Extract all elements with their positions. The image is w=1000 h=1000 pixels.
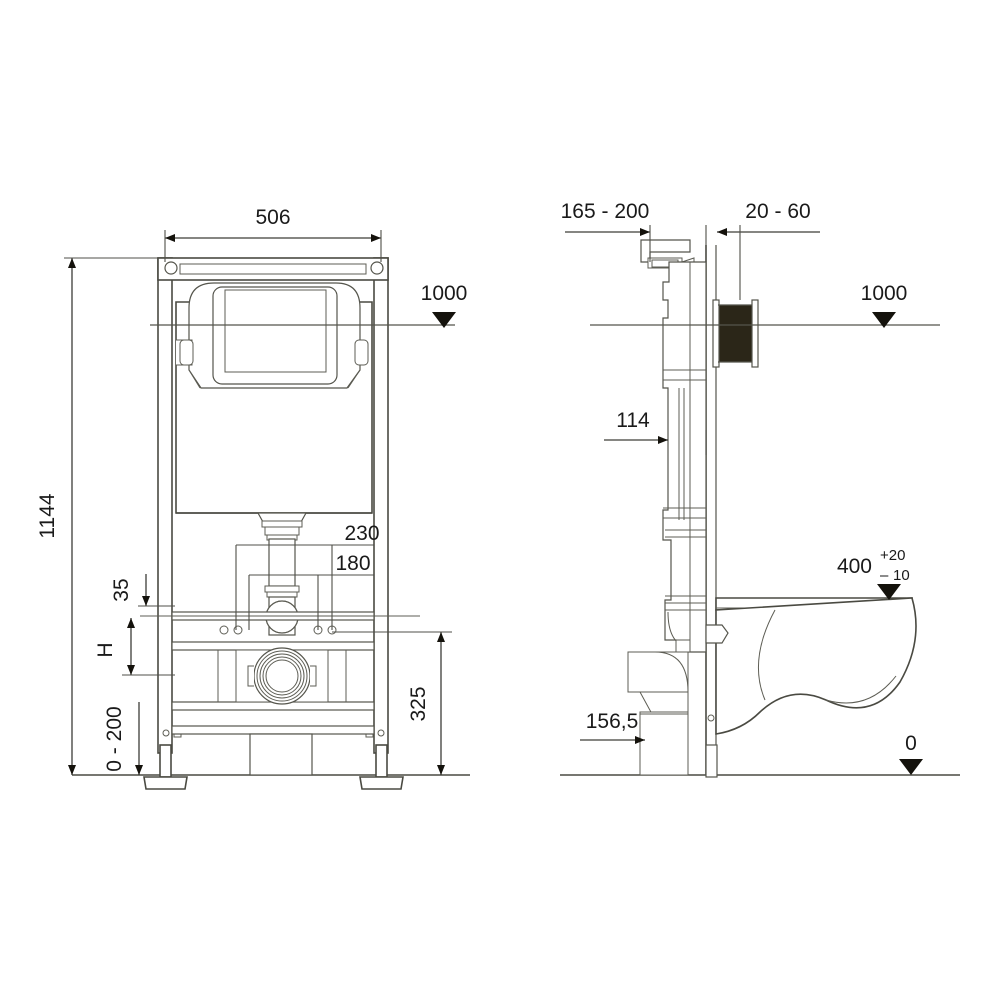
dim-0-label: 0 xyxy=(905,732,917,755)
front-cistern-body xyxy=(175,282,373,514)
dim-156-5: 156,5 xyxy=(580,710,645,744)
dim-1144: 1144 xyxy=(36,257,160,775)
dim-20-60: 20 - 60 xyxy=(705,200,820,300)
dim-325-label: 325 xyxy=(407,686,430,721)
front-frame-rails xyxy=(143,257,404,790)
dim-400-minus-label: 10 xyxy=(893,567,910,584)
dim-0-200-label: 0 - 200 xyxy=(103,706,126,771)
dim-1144-label: 1144 xyxy=(36,493,59,538)
level-triangle-icon xyxy=(872,312,896,328)
level-marker-1000-front: 1000 xyxy=(421,282,468,328)
front-top-crossmember xyxy=(157,257,389,281)
dim-156-5-label: 156,5 xyxy=(586,710,639,733)
dim-1000-side-label: 1000 xyxy=(861,282,908,305)
level-marker-0: 0 xyxy=(899,732,923,775)
dim-114-label: 114 xyxy=(616,409,650,432)
dim-506: 506 xyxy=(164,206,382,262)
dim-114: 114 xyxy=(604,409,707,455)
dim-H: H xyxy=(94,618,175,676)
level-triangle-icon xyxy=(899,759,923,775)
level-triangle-icon xyxy=(432,312,456,328)
side-flush-connector xyxy=(712,299,759,368)
dim-230: 230 xyxy=(235,522,380,630)
dim-35-label: 35 xyxy=(110,578,133,601)
dim-400-tolerance: 400 +20 – 10 xyxy=(837,547,910,600)
front-view-group: 506 1144 1000 230 180 xyxy=(36,206,470,790)
dim-35: 35 xyxy=(110,574,175,607)
front-inlet-box xyxy=(249,733,313,776)
dim-H-label: H xyxy=(94,642,117,657)
dim-400-plus-label: +20 xyxy=(880,547,905,564)
side-waste-elbow xyxy=(627,651,689,776)
flush-connector-seal xyxy=(717,304,753,363)
side-wc-bowl xyxy=(705,597,917,735)
dim-0-200: 0 - 200 xyxy=(103,702,143,775)
dim-1000-front-label: 1000 xyxy=(421,282,468,305)
dim-400-label: 400 xyxy=(837,555,872,578)
side-view-group: 165 - 200 20 - 60 1000 114 400 +20 – 1 xyxy=(560,200,960,778)
dim-400-minus-sign: – xyxy=(880,567,889,584)
dim-230-label: 230 xyxy=(344,522,379,545)
level-triangle-icon xyxy=(877,584,901,600)
dim-506-label: 506 xyxy=(255,206,290,229)
dim-165-200-label: 165 - 200 xyxy=(561,200,650,223)
front-waste-outlet xyxy=(217,647,347,705)
dim-180-label: 180 xyxy=(335,552,370,575)
dim-180: 180 xyxy=(248,552,374,630)
dim-20-60-label: 20 - 60 xyxy=(745,200,810,223)
side-cistern-section xyxy=(640,239,707,653)
level-marker-1000-side: 1000 xyxy=(861,282,908,328)
front-flush-pipe xyxy=(256,512,308,636)
dim-165-200: 165 - 200 xyxy=(561,200,651,262)
dim-325: 325 xyxy=(332,631,452,775)
